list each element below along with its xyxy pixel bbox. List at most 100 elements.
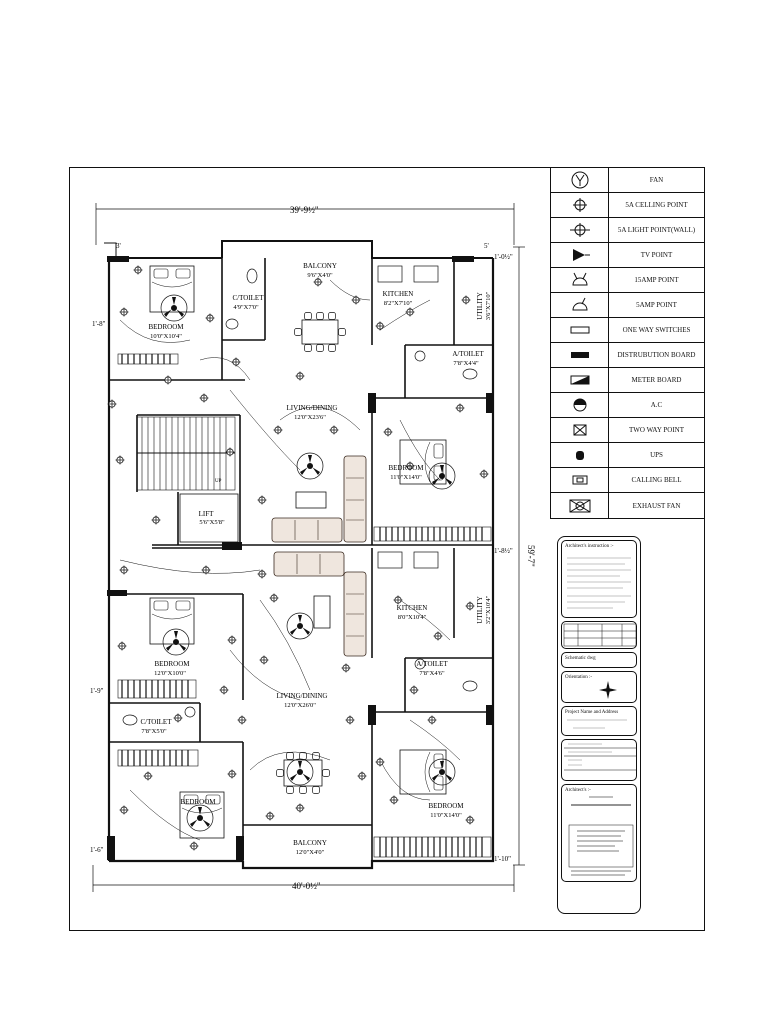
room-size: 3'6"X7'10": [485, 291, 492, 320]
legend-row: TV POINT: [551, 243, 704, 268]
legend-row: DISTRUBUTION BOARD: [551, 343, 704, 368]
fan-icon: [571, 171, 588, 189]
legend-row: UPS: [551, 443, 704, 468]
revision-table: [563, 623, 637, 647]
room-size: 12'0"X23'6": [294, 414, 326, 421]
room-label: UTILITY: [476, 596, 484, 624]
legend-label: 5AMP POINT: [636, 301, 677, 309]
legend-label: 5A CELLING POINT: [625, 201, 688, 209]
architect-stamp: [568, 796, 634, 876]
legend-row: A.C: [551, 393, 704, 418]
drawing-info-table: [564, 743, 636, 771]
legend-label: TV POINT: [640, 251, 673, 259]
instructions-heading: Architect's instruction :-: [565, 544, 614, 549]
room-label: BEDROOM: [428, 802, 464, 810]
room-label: C/TOILET: [233, 294, 265, 302]
room-label: A/TOILET: [416, 660, 448, 668]
title-block: Architect's instruction :- Schematic dwg…: [557, 536, 641, 914]
room-size: 12'0"X4'0": [296, 849, 325, 856]
room-label: BALCONY: [303, 262, 337, 270]
room-label: KITCHEN: [383, 290, 414, 298]
legend-label: 15AMP POINT: [634, 276, 679, 284]
room-size: 8'0"X10'4": [398, 614, 427, 621]
legend-row: 5A LIGHT POINT(WALL): [551, 218, 704, 243]
calling-bell-icon: [572, 475, 587, 485]
room-label: KITCHEN: [397, 604, 428, 612]
legend-label: UPS: [650, 451, 663, 459]
meter-board-icon: [570, 375, 589, 385]
stair-up-note: UP: [215, 479, 222, 484]
distribution-board-icon: [570, 352, 589, 358]
room-size: 11'0"X14'0": [430, 812, 462, 819]
room-label: LIFT: [199, 510, 215, 518]
room-size: 7'8"X5'0": [141, 728, 167, 735]
legend-row: FAN: [551, 168, 704, 193]
legend-label: EXHAUST FAN: [632, 501, 681, 510]
dim-right-height: 59'-7": [526, 545, 536, 567]
legend-row: ONE WAY SWITCHES: [551, 318, 704, 343]
15amp-point-icon: [571, 272, 588, 286]
legend-label: 5A LIGHT POINT(WALL): [617, 226, 696, 234]
dim-top-left: 3': [116, 242, 121, 250]
5amp-point-icon: [571, 297, 588, 311]
room-label: BALCONY: [293, 839, 327, 847]
legend-label: DISTRUBUTION BOARD: [617, 351, 696, 359]
tv-point-icon: [572, 249, 590, 261]
room-size: 11'0"X14'0": [390, 474, 422, 481]
architects-label: Architect's :-: [565, 788, 591, 793]
legend-row: TWO WAY POINT: [551, 418, 704, 443]
ups-icon: [575, 451, 584, 460]
electrical-legend: FAN 5A CELLING POINT 5A LIGHT POINT(WALL…: [550, 167, 705, 519]
legend-row: 5AMP POINT: [551, 293, 704, 318]
room-label: BEDROOM: [180, 798, 216, 806]
room-size: 12'0"X10'0": [154, 670, 186, 677]
one-way-switch-icon: [570, 326, 589, 334]
ceiling-point-icon: [572, 198, 587, 212]
room-label: LIVING/DINING: [287, 404, 338, 412]
room-size: 4'9"X7'0": [233, 304, 259, 311]
room-label: A/TOILET: [452, 350, 484, 358]
legend-label: ONE WAY SWITCHES: [622, 326, 691, 334]
room-label: LIVING/DINING: [277, 692, 328, 700]
room-label: BEDROOM: [154, 660, 190, 668]
room-label: BEDROOM: [388, 464, 424, 472]
north-arrow-icon: [599, 681, 617, 699]
dim-left-lower: 1'-9": [90, 687, 104, 695]
instruction-lines: [567, 557, 631, 609]
legend-label: METER BOARD: [631, 376, 682, 384]
room-label: BEDROOM: [148, 323, 184, 331]
wall-light-point-icon: [569, 223, 590, 237]
project-lines: [567, 719, 627, 729]
dim-right-mid: 1'-8½": [494, 547, 513, 555]
room-size: 7'8"X4'4": [453, 360, 479, 367]
room-size: 10'0"X10'4": [150, 333, 182, 340]
dim-top-right-offset: 1'-0½": [494, 253, 513, 261]
legend-label: A.C: [650, 401, 663, 409]
dim-top-width: 39'-9½": [290, 205, 319, 215]
legend-row: 15AMP POINT: [551, 268, 704, 293]
exhaust-fan-icon: [569, 499, 590, 512]
dim-left-mid: 1'-8": [92, 320, 106, 328]
dim-left-bottom: 1'-6": [90, 846, 104, 854]
legend-label: CALLING BELL: [631, 476, 682, 484]
orientation-label: Orientation :-: [565, 675, 593, 680]
room-size: 9'6"X4'0": [307, 272, 333, 279]
two-way-point-icon: [573, 424, 586, 436]
dim-right-bottom: 1'-10": [494, 855, 511, 863]
dim-top-right: 5': [484, 242, 489, 250]
legend-row: EXHAUST FAN: [551, 493, 704, 518]
legend-row: 5A CELLING POINT: [551, 193, 704, 218]
legend-label: FAN: [649, 176, 664, 184]
room-label: UTILITY: [476, 292, 484, 320]
room-size: 7'8"X4'6": [419, 670, 445, 677]
room-size: 3'2"X10'4": [485, 595, 492, 624]
drawing-sheet-border: [69, 167, 705, 931]
dim-bottom-width: 40'-0½": [292, 881, 321, 891]
room-size: 12'0"X26'0": [284, 702, 316, 709]
legend-row: CALLING BELL: [551, 468, 704, 493]
room-size: 5'6"X5'8": [199, 519, 225, 526]
legend-row: METER BOARD: [551, 368, 704, 393]
room-label: C/TOILET: [141, 718, 173, 726]
legend-label: TWO WAY POINT: [629, 426, 684, 434]
